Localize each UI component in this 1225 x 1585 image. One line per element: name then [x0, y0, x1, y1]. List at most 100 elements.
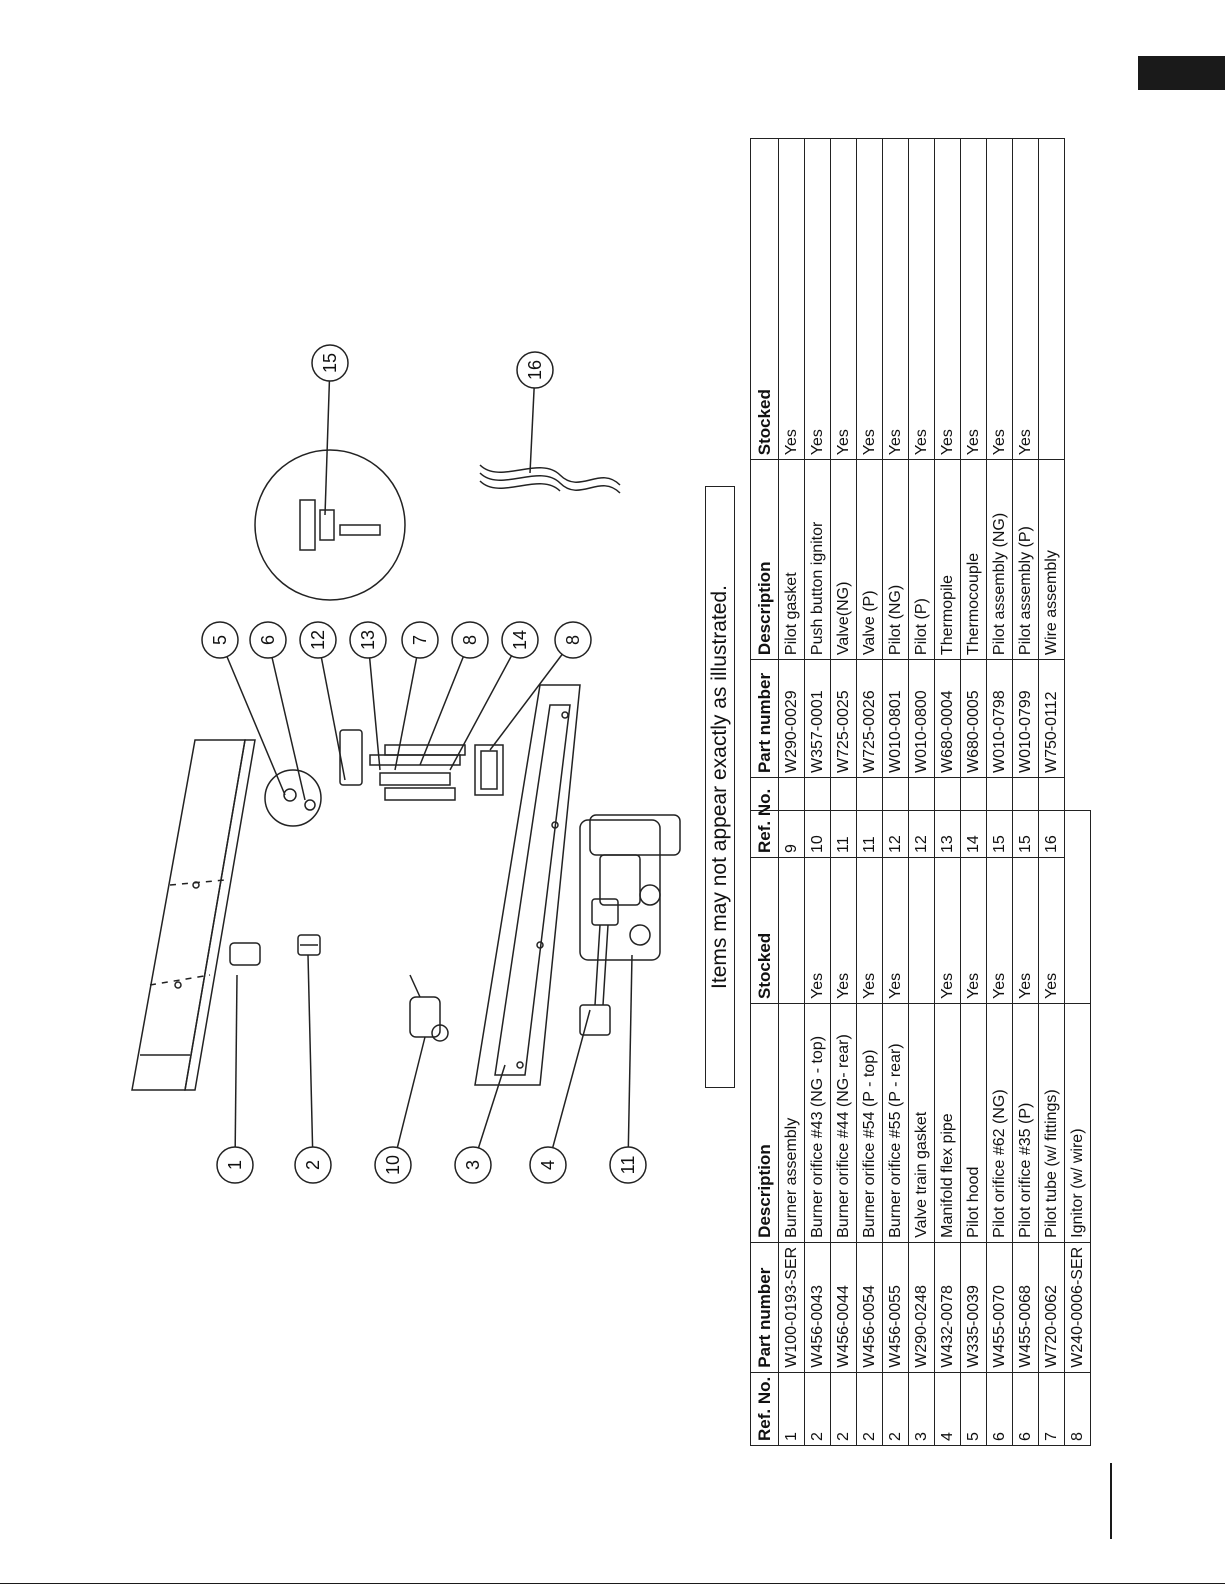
cell-part-number: W456-0055 [882, 1242, 909, 1373]
header-stocked: Stocked [750, 138, 779, 460]
cell-stocked: Yes [908, 138, 935, 460]
page-side-rule [1110, 1463, 1112, 1539]
cell-ref-no: 2 [830, 1372, 857, 1446]
cell-description: Thermocouple [960, 459, 987, 660]
cell-ref-no: 15 [986, 777, 1013, 858]
cell-part-number: W010-0800 [908, 659, 935, 778]
cell-ref-no: 13 [934, 777, 961, 858]
valve-train-gasket-drawing [474, 684, 581, 1086]
cell-stocked: Yes [882, 138, 909, 460]
cell-description: Valve train gasket [908, 1003, 935, 1243]
cell-description: Manifold flex pipe [934, 1003, 961, 1243]
cell-stocked: Yes [830, 138, 857, 460]
cell-part-number: W725-0025 [830, 659, 857, 778]
cell-ref-no: 14 [960, 777, 987, 858]
cell-part-number: W455-0070 [986, 1242, 1013, 1373]
header-part-number: Part number [750, 659, 779, 778]
cell-ref-no: 12 [908, 777, 935, 858]
callout-label: 16 [525, 360, 545, 380]
cell-description: Valve (P) [856, 459, 883, 660]
cell-description: Push button ignitor [804, 459, 831, 660]
header-part-number: Part number [750, 1242, 779, 1373]
cell-part-number: W456-0054 [856, 1242, 883, 1373]
cell-stocked: Yes [804, 138, 831, 460]
cell-ref-no: 5 [960, 1372, 987, 1446]
wire-assembly-drawing [479, 464, 621, 494]
cell-part-number: W100-0193-SER [778, 1242, 805, 1373]
callout-label: 2 [303, 1160, 323, 1170]
cell-ref-no: 2 [856, 1372, 883, 1446]
cell-ref-no: 8 [1064, 1372, 1091, 1446]
cell-part-number: W010-0799 [1012, 659, 1039, 778]
callout-label: 13 [358, 630, 378, 650]
cell-ref-no: 10 [804, 777, 831, 858]
callout-label: 8 [563, 635, 583, 645]
cell-description: Pilot tube (w/ fittings) [1038, 1003, 1065, 1243]
table-header-row: Ref. No. Part number Description Stocked [750, 810, 779, 1446]
burner-orifice-drawing [297, 934, 321, 956]
cell-ref-no: 6 [986, 1372, 1013, 1446]
cell-stocked: Yes [778, 138, 805, 460]
parts-table-right: Ref. No. Part number Description Stocked… [750, 138, 1065, 858]
cell-part-number: W010-0798 [986, 659, 1013, 778]
callout-label: 4 [538, 1160, 558, 1170]
cell-part-number: W750-0112 [1038, 659, 1065, 778]
push-button-ignitor-drawing [409, 974, 449, 1042]
callout-label: 1 [225, 1160, 245, 1170]
cell-ref-no: 2 [804, 1372, 831, 1446]
cell-description: Pilot orifice #62 (NG) [986, 1003, 1013, 1243]
cell-part-number: W680-0005 [960, 659, 987, 778]
cell-description: Pilot orifice #35 (P) [1012, 1003, 1039, 1243]
cell-description: Burner assembly [778, 1003, 805, 1243]
page-bottom-rule [0, 1583, 1225, 1584]
cell-part-number: W456-0043 [804, 1242, 831, 1373]
callout-label: 6 [258, 635, 278, 645]
cell-ref-no: 12 [882, 777, 909, 858]
cell-part-number: W290-0029 [778, 659, 805, 778]
callout-label: 11 [618, 1156, 638, 1175]
cell-ref-no: 7 [1038, 1372, 1065, 1446]
cell-ref-no: 9 [778, 777, 805, 858]
header-description: Description [750, 459, 779, 660]
callout-circles: 1 2 10 3 4 11 5 6 12 13 7 8 14 8 15 16 [201, 344, 647, 1184]
callout-label: 12 [308, 630, 328, 650]
cell-description: Pilot assembly (P) [1012, 459, 1039, 660]
cell-ref-no: 15 [1012, 777, 1039, 858]
cell-description: Wire assembly [1038, 459, 1065, 660]
cell-ref-no: 11 [856, 777, 883, 858]
header-ref-no: Ref. No. [750, 777, 779, 858]
cell-stocked: Yes [986, 138, 1013, 460]
cell-part-number: W432-0078 [934, 1242, 961, 1373]
pilot-components-drawing [264, 729, 504, 827]
cell-ref-no: 1 [778, 1372, 805, 1446]
section-tab-marker [1138, 56, 1225, 90]
callout-label: 10 [383, 1155, 403, 1175]
cell-stocked [1064, 810, 1091, 1004]
cell-part-number: W455-0068 [1012, 1242, 1039, 1373]
cell-description: Pilot assembly (NG) [986, 459, 1013, 660]
cell-description: Ignitor (w/ wire) [1064, 1003, 1091, 1243]
cell-stocked: Yes [960, 138, 987, 460]
cell-description: Pilot hood [960, 1003, 987, 1243]
cell-part-number: W335-0039 [960, 1242, 987, 1373]
cell-ref-no: 11 [830, 777, 857, 858]
cell-ref-no: 2 [882, 1372, 909, 1446]
callout-label: 7 [410, 635, 430, 645]
